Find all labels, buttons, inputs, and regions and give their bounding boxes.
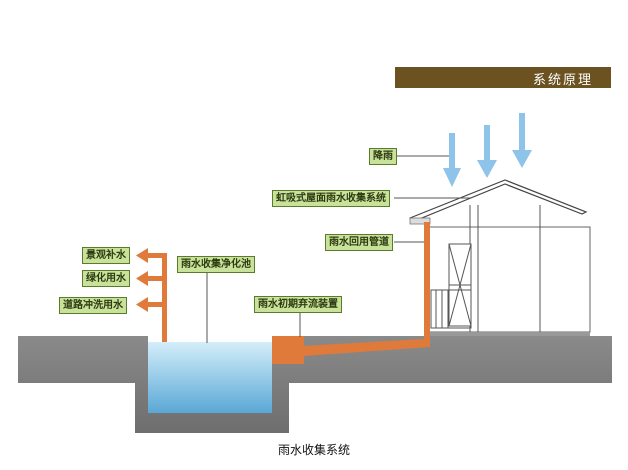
figure-caption: 雨水收集系统 [277, 443, 350, 457]
label-landscape-water: 景观补水 [82, 247, 130, 264]
ground [18, 336, 612, 433]
rain-arrows [443, 113, 532, 187]
house-floor [428, 332, 590, 336]
label-siphon-roof-system: 虹吸式屋面雨水收集系统 [272, 190, 390, 207]
label-return-pipe: 雨水回用管道 [325, 234, 393, 251]
underground-pipe [303, 339, 430, 356]
label-initial-flow-device: 雨水初期弃流装置 [254, 296, 342, 313]
label-greening-water: 绿化用水 [82, 270, 130, 287]
label-rain: 降雨 [369, 148, 397, 165]
gutter [409, 217, 431, 225]
roof [409, 179, 588, 223]
title-text: 系统原理 [532, 73, 593, 88]
downpipe [424, 222, 430, 344]
collection-pool-water [148, 342, 272, 413]
outflow-pipe [136, 248, 167, 342]
house [427, 205, 591, 333]
label-collection-pool: 雨水收集净化池 [177, 256, 255, 273]
initial-flow-device [272, 336, 304, 364]
label-road-washing-water: 道路冲洗用水 [59, 297, 127, 314]
title-bar: 系统原理 [395, 67, 611, 88]
